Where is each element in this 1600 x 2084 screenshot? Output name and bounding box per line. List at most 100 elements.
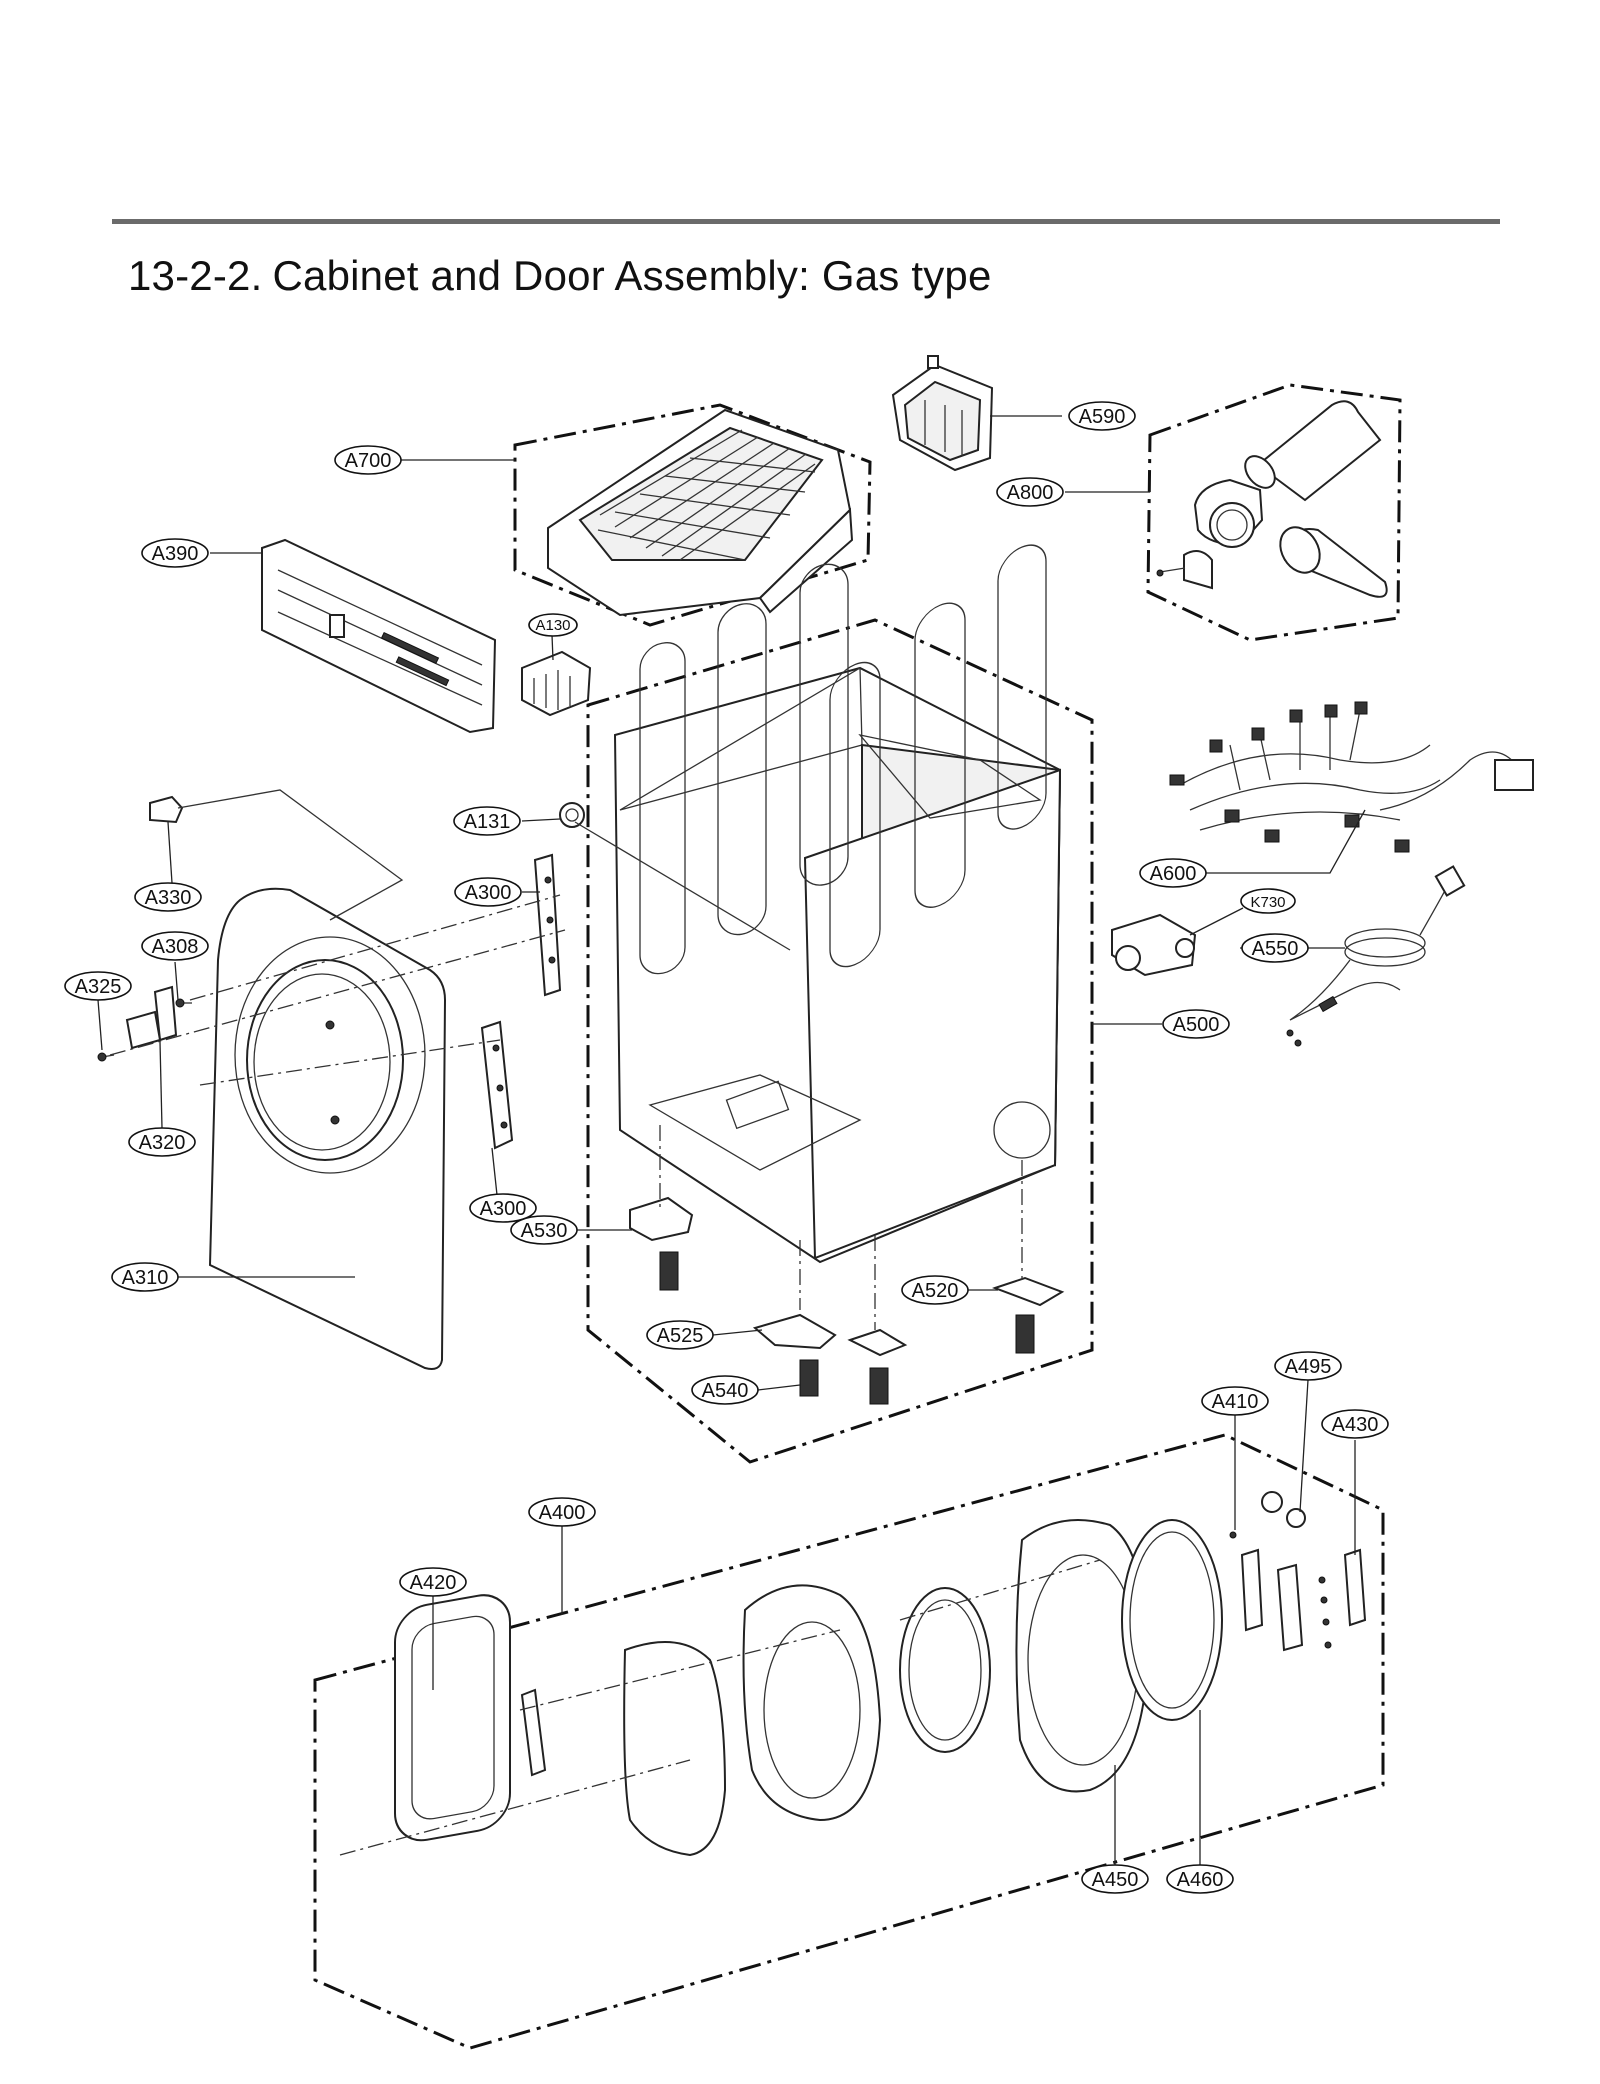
leg-bracket-a525-part [752,1313,908,1405]
callout-a700-text: A700 [345,450,392,472]
section-number: 13-2-2. [128,252,263,299]
callout-a330: A330 [134,882,202,912]
control-panel-frame-part [261,538,497,734]
switch-part [149,795,184,824]
callout-a310-text: A310 [122,1267,169,1289]
callout-a495-text: A495 [1285,1356,1332,1378]
cam-roller-part [559,802,585,828]
callout-a520: A520 [901,1275,969,1305]
callout-a300-bottom-text: A300 [480,1198,527,1220]
screw-a325-part [97,1052,115,1062]
callout-a590-text: A590 [1079,406,1126,428]
callout-a520-text: A520 [912,1280,959,1302]
door-latch-a430-part [1318,1548,1367,1649]
callout-a460: A460 [1166,1864,1234,1894]
group-outline-a700 [513,403,872,627]
callout-a325: A325 [64,971,132,1001]
callout-a590: A590 [1068,401,1136,431]
door-inner-frame-part [742,1584,882,1822]
callout-a530-text: A530 [521,1220,568,1242]
callout-a420: A420 [399,1567,467,1597]
hinge-plate-top-part [533,853,562,997]
top-frame-part [547,408,854,617]
door-knob-a495-part [1261,1491,1306,1528]
callout-a300-top: A300 [454,877,522,907]
leg-bracket-a530-part [629,1196,694,1291]
door-frame-a420-part [394,1594,511,1842]
callout-a330-text: A330 [145,887,192,909]
callout-a320: A320 [128,1127,196,1157]
leg-bracket-a520-part [992,1276,1065,1354]
group-outline-a800 [1146,383,1402,642]
alignment-lines-door [339,1559,1101,1856]
door-handle-part [520,1688,547,1777]
callout-a131: A131 [453,806,521,836]
leader-a131-cabinet [574,821,791,951]
callout-a600: A600 [1139,858,1207,888]
callout-a130: A130 [528,613,578,637]
callout-a530: A530 [510,1215,578,1245]
filter-module-part [521,650,592,717]
callout-a300-top-text: A300 [465,882,512,904]
callout-a500-text: A500 [1173,1014,1220,1036]
door-glass-part [623,1641,727,1857]
callout-a800-text: A800 [1007,482,1054,504]
callout-a308: A308 [141,931,209,961]
callout-a450-text: A450 [1092,1869,1139,1891]
group-outline-a500 [586,618,1094,1464]
screw-a308-part [175,998,192,1008]
callout-a460-text: A460 [1177,1869,1224,1891]
page-title: 13-2-2.Cabinet and Door Assembly: Gas ty… [128,252,992,300]
group-outline-door [313,1433,1385,2050]
door-seal-ring-part [899,1587,991,1753]
leader-lines [97,415,1366,1865]
callout-a400-text: A400 [539,1502,586,1524]
wire-harness-part [1169,701,1534,853]
callout-a600-text: A600 [1150,863,1197,885]
callout-a310: A310 [111,1262,179,1292]
callout-a430-text: A430 [1332,1414,1379,1436]
door-hinge-a410-part [1229,1531,1304,1652]
callout-k730-text: K730 [1250,894,1285,911]
callout-a430: A430 [1321,1409,1389,1439]
callout-a131-text: A131 [464,811,511,833]
callout-a800: A800 [996,477,1064,507]
callout-a700: A700 [334,445,402,475]
callout-a525-text: A525 [657,1325,704,1347]
leader-a330-path [177,789,404,921]
callout-a308-text: A308 [152,936,199,958]
callout-a450: A450 [1081,1864,1149,1894]
latch-bracket-a320-part [125,985,178,1050]
front-panel-part [208,887,447,1370]
callout-a550: A550 [1241,933,1309,963]
callout-a540-text: A540 [702,1380,749,1402]
hinge-plate-bottom-part [480,1020,514,1150]
callout-a410-text: A410 [1212,1391,1259,1413]
cabinet-body-part [613,544,1062,1264]
header-rule [112,219,1500,224]
callout-a390: A390 [141,538,209,568]
alignment-lines-feet [659,1125,1023,1330]
callout-a500: A500 [1162,1009,1230,1039]
callout-a130-text: A130 [535,617,570,634]
callout-a420-text: A420 [410,1572,457,1594]
alignment-lines-left [109,894,566,1086]
callout-a410: A410 [1201,1386,1269,1416]
duct-bracket-part [891,355,994,472]
gas-valve-part [1111,913,1197,977]
section-title: Cabinet and Door Assembly: Gas type [272,252,992,299]
door-gasket-a460-part [1121,1519,1223,1721]
callout-a550-text: A550 [1252,938,1299,960]
callout-a495: A495 [1274,1351,1342,1381]
callout-a390-text: A390 [152,543,199,565]
callout-a540: A540 [691,1375,759,1405]
callout-a525: A525 [646,1320,714,1350]
callout-k730: K730 [1240,888,1296,914]
power-cord-part [1286,865,1466,1047]
callout-a325-text: A325 [75,976,122,998]
callout-a400: A400 [528,1497,596,1527]
callout-a300-bottom: A300 [469,1193,537,1223]
exhaust-duct-kit-part [1156,400,1388,598]
callout-a320-text: A320 [139,1132,186,1154]
